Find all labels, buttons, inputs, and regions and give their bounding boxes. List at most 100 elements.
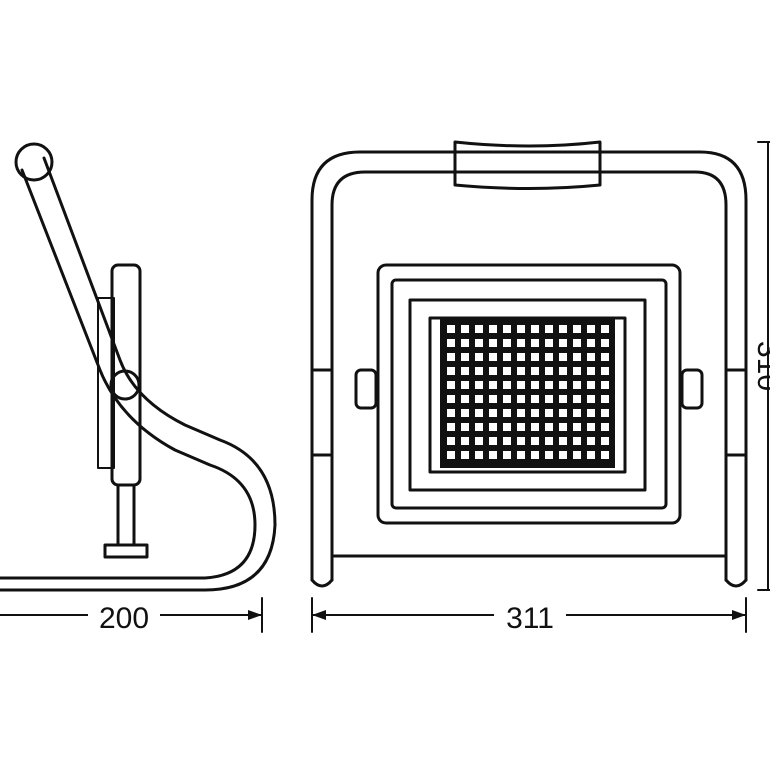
led-chip bbox=[573, 451, 581, 459]
led-chip bbox=[545, 409, 553, 417]
led-chip bbox=[503, 451, 511, 459]
led-chip bbox=[559, 395, 567, 403]
led-chip bbox=[447, 367, 455, 375]
led-chip bbox=[447, 325, 455, 333]
dimension-height: 310 bbox=[751, 141, 770, 591]
led-chip bbox=[545, 381, 553, 389]
led-chip bbox=[517, 325, 525, 333]
led-chip bbox=[517, 409, 525, 417]
led-chip bbox=[447, 451, 455, 459]
led-chip bbox=[503, 381, 511, 389]
led-chip bbox=[545, 339, 553, 347]
led-chip bbox=[545, 451, 553, 459]
led-chip bbox=[447, 423, 455, 431]
led-chip bbox=[461, 381, 469, 389]
led-chip bbox=[517, 339, 525, 347]
frame-inner bbox=[330, 170, 728, 582]
led-chip bbox=[587, 381, 595, 389]
led-chip bbox=[601, 395, 609, 403]
handle-knob bbox=[14, 142, 54, 182]
led-chip bbox=[601, 381, 609, 389]
led-chip bbox=[489, 381, 497, 389]
led-grid bbox=[447, 325, 609, 459]
led-chip bbox=[573, 339, 581, 347]
front-view bbox=[310, 140, 748, 588]
right-knob bbox=[680, 368, 704, 410]
led-chip bbox=[475, 325, 483, 333]
led-chip bbox=[601, 409, 609, 417]
led-chip bbox=[517, 353, 525, 361]
led-chip bbox=[573, 325, 581, 333]
led-chip bbox=[503, 423, 511, 431]
led-chip bbox=[587, 367, 595, 375]
led-chip bbox=[503, 437, 511, 445]
side-view bbox=[0, 142, 277, 592]
led-chip bbox=[503, 353, 511, 361]
led-chip bbox=[601, 451, 609, 459]
led-chip bbox=[461, 437, 469, 445]
housing-outer bbox=[376, 263, 682, 525]
led-chip bbox=[587, 437, 595, 445]
led-chip bbox=[461, 409, 469, 417]
led-chip bbox=[559, 339, 567, 347]
led-chip bbox=[545, 395, 553, 403]
led-chip bbox=[503, 395, 511, 403]
led-chip bbox=[447, 381, 455, 389]
led-chip bbox=[545, 353, 553, 361]
dimension-depth: 200 bbox=[0, 597, 263, 635]
led-chip bbox=[559, 353, 567, 361]
led-chip bbox=[461, 353, 469, 361]
led-chip bbox=[531, 423, 539, 431]
led-chip bbox=[503, 339, 511, 347]
led-chip bbox=[517, 423, 525, 431]
frame-outer bbox=[310, 150, 748, 582]
led-chip bbox=[475, 381, 483, 389]
led-chip bbox=[489, 423, 497, 431]
led-chip bbox=[517, 367, 525, 375]
led-chip bbox=[573, 437, 581, 445]
led-chip bbox=[587, 409, 595, 417]
led-chip bbox=[475, 339, 483, 347]
led-chip bbox=[531, 409, 539, 417]
led-chip bbox=[503, 409, 511, 417]
side-base-plate bbox=[103, 543, 149, 559]
led-chip bbox=[475, 437, 483, 445]
led-chip bbox=[461, 451, 469, 459]
frame-feet bbox=[310, 578, 748, 588]
led-chip bbox=[573, 367, 581, 375]
dimension-width: 311 bbox=[311, 597, 747, 635]
led-chip bbox=[601, 325, 609, 333]
side-post bbox=[116, 483, 136, 547]
led-chip bbox=[573, 395, 581, 403]
led-chip bbox=[489, 325, 497, 333]
led-chip bbox=[489, 409, 497, 417]
led-chip bbox=[545, 437, 553, 445]
led-chip bbox=[461, 367, 469, 375]
led-chip bbox=[559, 423, 567, 431]
led-chip bbox=[447, 437, 455, 445]
led-chip bbox=[573, 409, 581, 417]
led-chip bbox=[489, 451, 497, 459]
led-chip bbox=[461, 325, 469, 333]
led-panel bbox=[440, 318, 615, 468]
width-label: 311 bbox=[506, 602, 554, 635]
led-chip bbox=[517, 451, 525, 459]
led-chip bbox=[559, 409, 567, 417]
led-chip bbox=[447, 395, 455, 403]
led-chip bbox=[573, 381, 581, 389]
led-chip bbox=[559, 381, 567, 389]
led-chip bbox=[475, 353, 483, 361]
led-chip bbox=[601, 367, 609, 375]
frame-sleeves bbox=[310, 368, 748, 457]
left-knob bbox=[354, 368, 378, 410]
led-chip bbox=[559, 367, 567, 375]
housing-inner bbox=[390, 278, 668, 510]
led-chip bbox=[503, 325, 511, 333]
led-chip bbox=[601, 353, 609, 361]
led-chip bbox=[475, 367, 483, 375]
led-chip bbox=[489, 353, 497, 361]
led-chip bbox=[587, 451, 595, 459]
led-chip bbox=[475, 423, 483, 431]
led-chip bbox=[531, 451, 539, 459]
